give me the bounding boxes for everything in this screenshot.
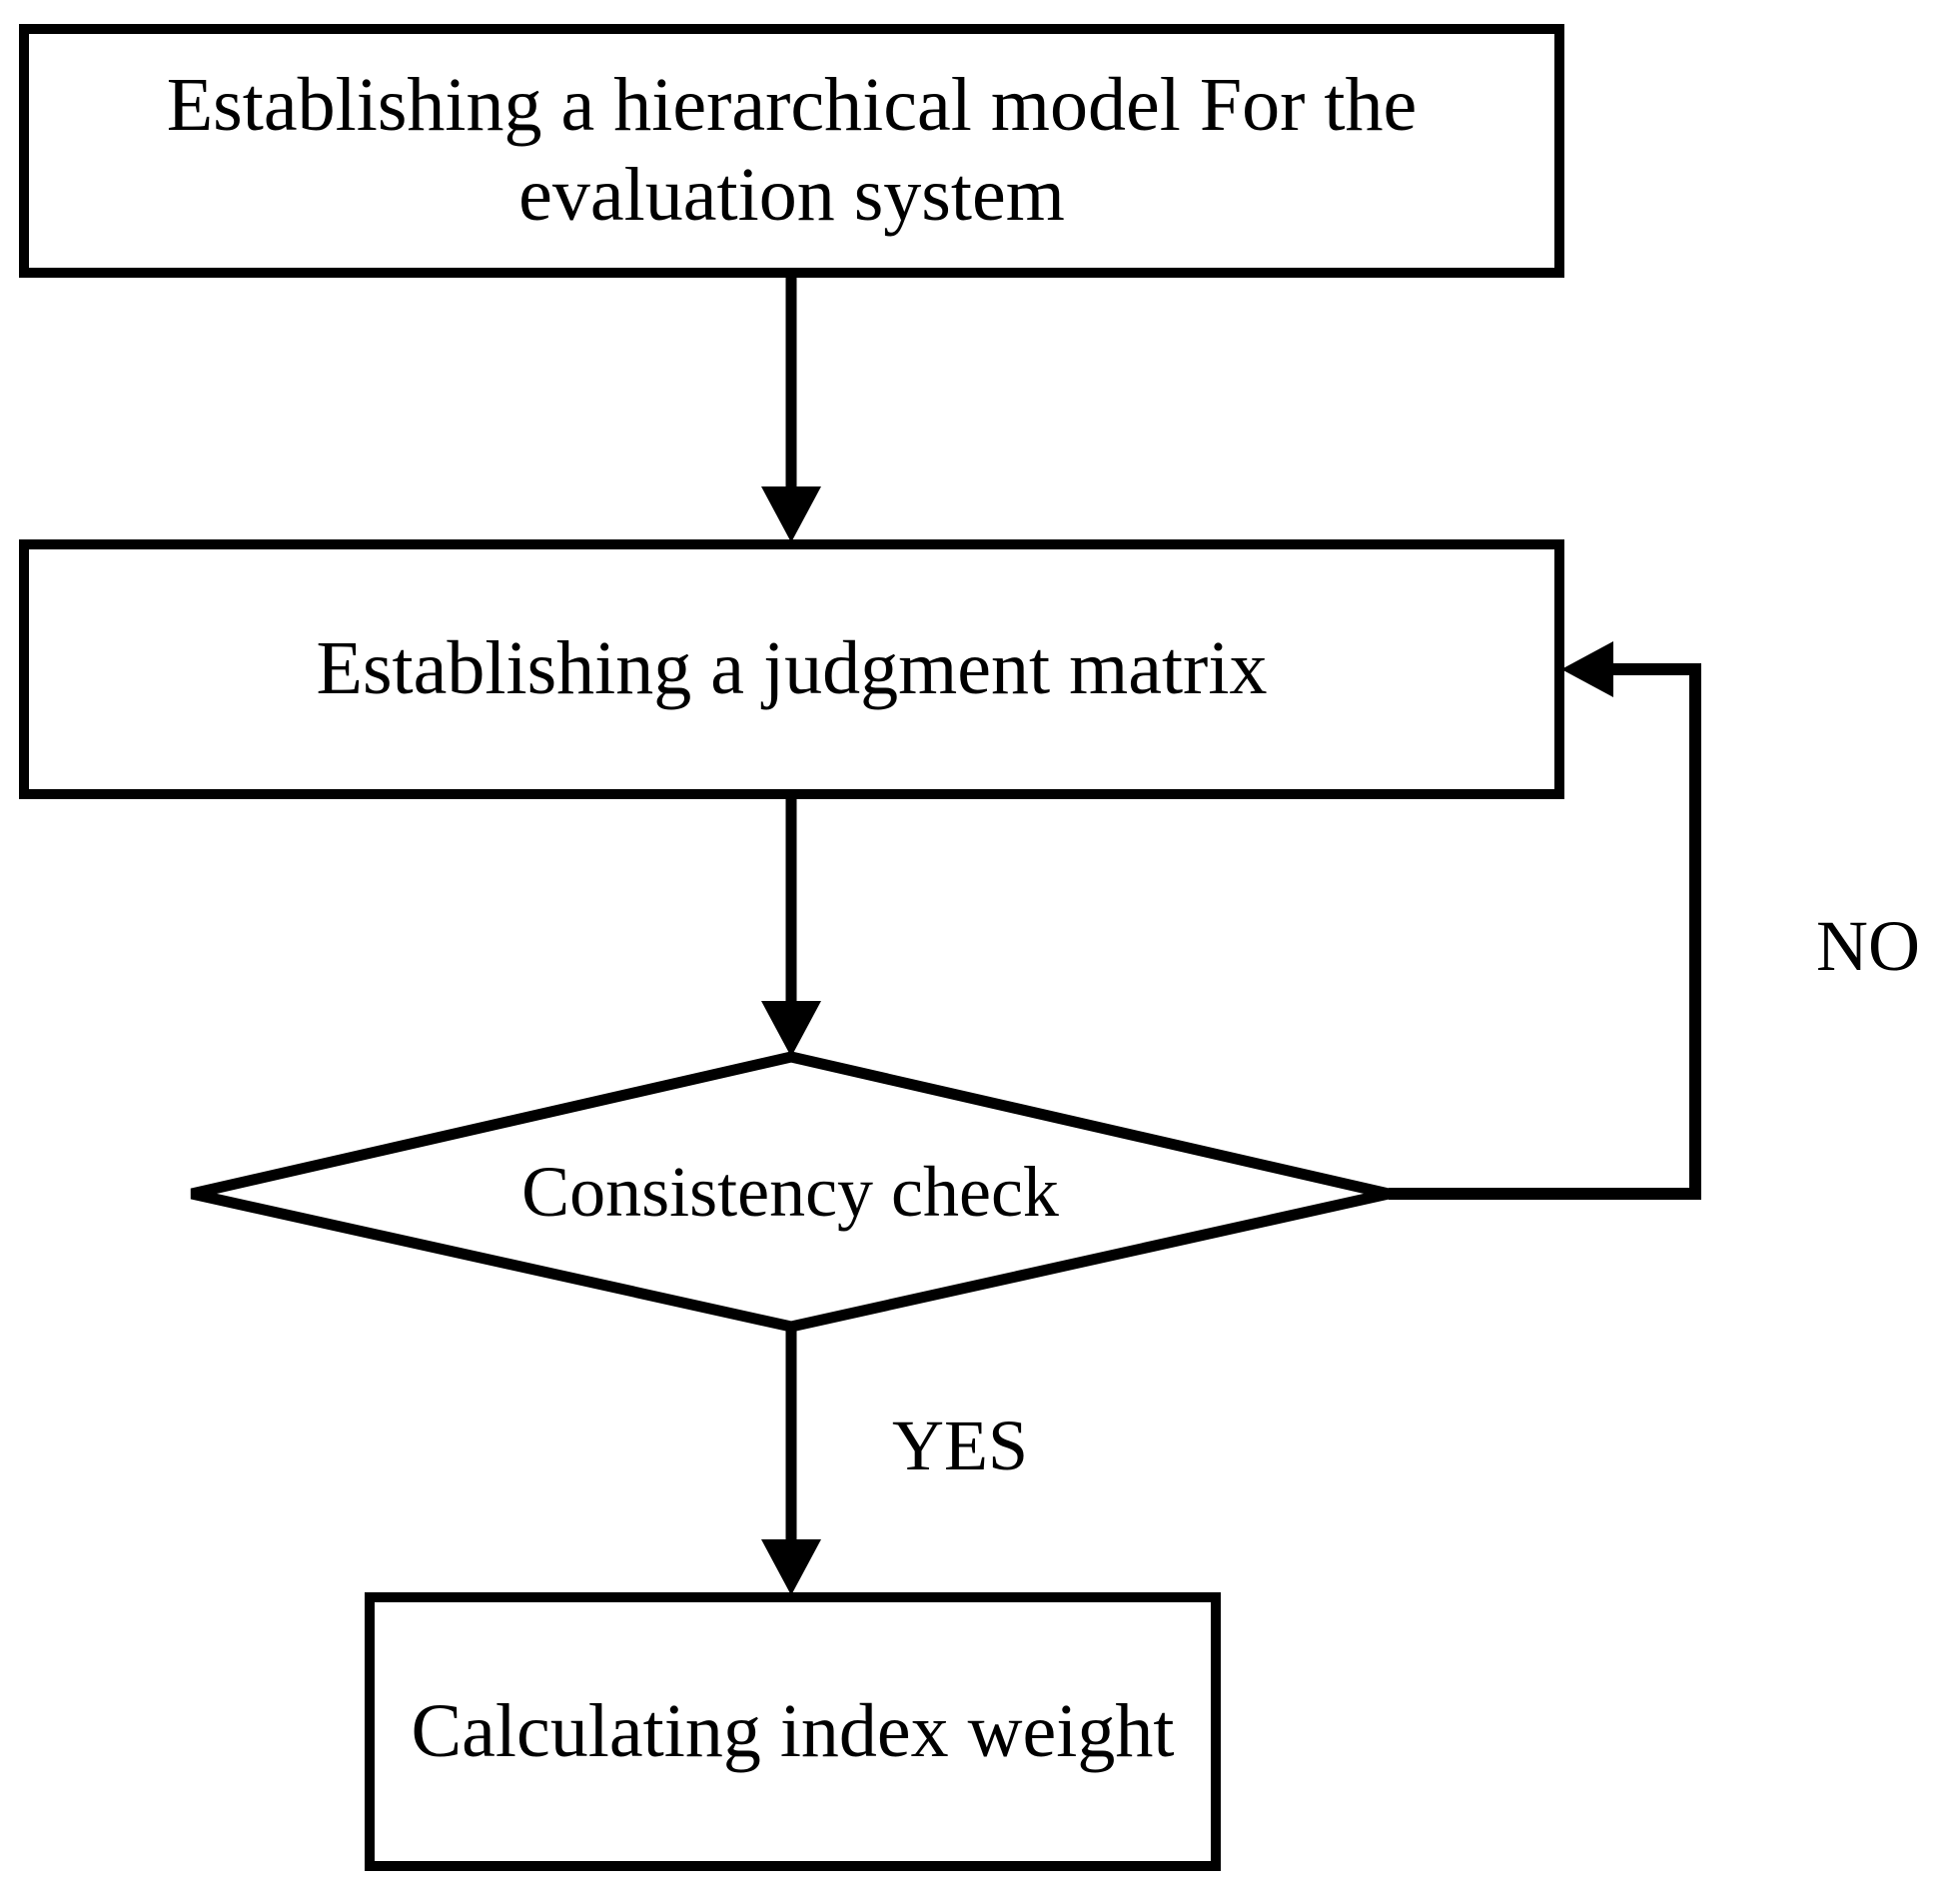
edge-yes-to-box3: [761, 1327, 821, 1595]
box-2-shape[interactable]: [19, 539, 1564, 799]
edge-box1-to-box2: [761, 278, 821, 542]
edge-label-no: NO: [1816, 906, 1920, 986]
edge-label-yes: YES: [892, 1406, 1029, 1485]
edge-box2-to-diamond: [761, 794, 821, 1057]
diamond-shape[interactable]: [190, 1051, 1391, 1333]
box-1-shape[interactable]: [19, 24, 1564, 278]
box-3-shape[interactable]: [365, 1592, 1221, 1871]
edge-no-feedback: [1389, 641, 1701, 1200]
